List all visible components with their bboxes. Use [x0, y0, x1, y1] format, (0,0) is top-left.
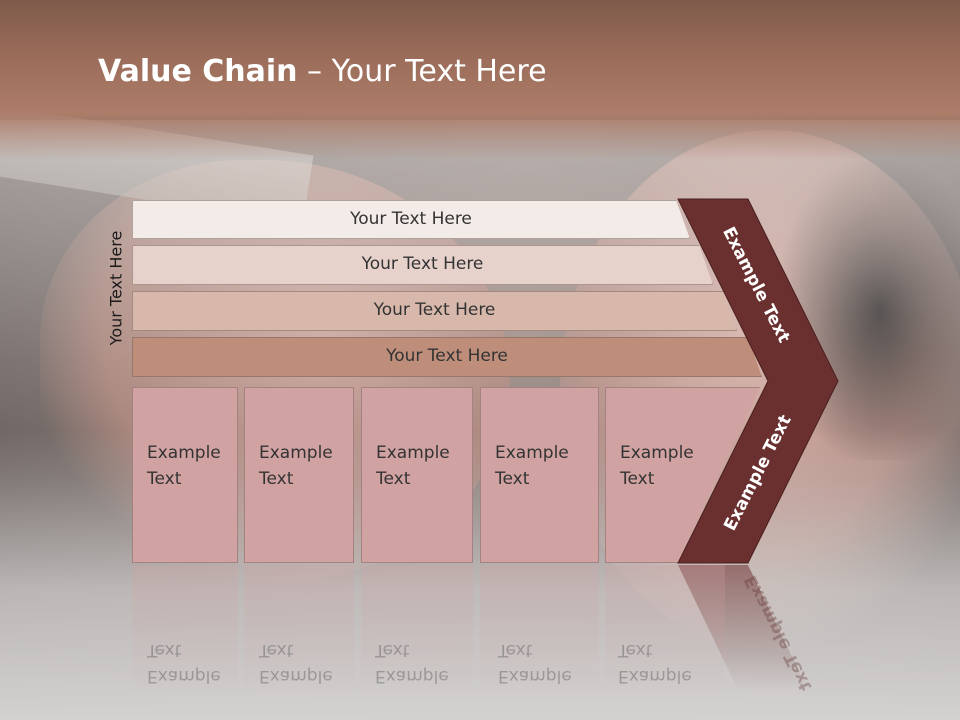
reflection-label: Example Text: [498, 640, 572, 686]
box-label: Example Text: [620, 443, 694, 489]
activity-box-1: Example Text: [132, 387, 238, 563]
box-label: Example Text: [147, 443, 221, 489]
value-chain-bar-1: Your Text Here: [132, 200, 690, 239]
value-chain-bar-4: Your Text Here: [132, 337, 762, 377]
bar-label: Your Text Here: [386, 346, 508, 366]
chevron-arrow: [677, 198, 839, 564]
reflection-box: [132, 565, 238, 695]
box-label: Example Text: [376, 443, 450, 489]
activity-box-3: Example Text: [361, 387, 473, 563]
reflection-box: [244, 565, 354, 695]
activity-box-2: Example Text: [244, 387, 354, 563]
reflection-box: [361, 565, 473, 695]
reflection-label: Example Text: [147, 640, 221, 686]
reflection-label: Example Text: [740, 571, 817, 695]
header-band: [0, 0, 960, 160]
bar-label: Your Text Here: [373, 300, 496, 320]
value-chain-bar-2: Your Text Here: [132, 245, 713, 285]
chevron-reflection: [678, 565, 808, 690]
bar-label: Your Text Here: [350, 208, 472, 229]
reflection-label: Example Text: [375, 640, 449, 686]
box-label: Example Text: [259, 443, 333, 489]
slide-title: Value Chain – Your Text Here: [98, 54, 547, 89]
title-rest: – Your Text Here: [297, 54, 547, 89]
reflection-label: Example Text: [259, 640, 333, 686]
value-chain-bar-3: Your Text Here: [132, 291, 737, 331]
reflection-box: [480, 565, 599, 695]
box-label: Example Text: [495, 443, 569, 489]
reflection-box: [605, 565, 725, 695]
boxes-reflection: Example Text Example Text Example Text E…: [0, 565, 960, 720]
title-bold: Value Chain: [98, 54, 298, 89]
bar-label: Your Text Here: [361, 254, 484, 274]
reflection-label: Example Text: [618, 640, 692, 686]
activity-box-4: Example Text: [480, 387, 599, 563]
